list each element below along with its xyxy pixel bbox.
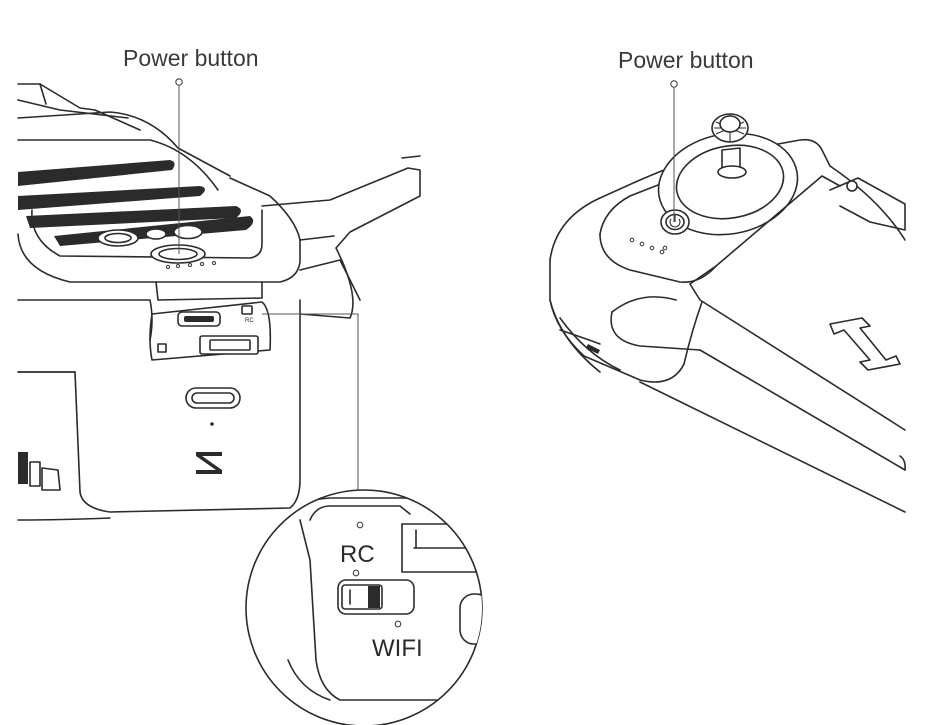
joystick <box>711 113 749 179</box>
battery-led <box>639 241 645 247</box>
battery-led <box>175 263 181 269</box>
fimi-logo-icon <box>829 317 901 371</box>
port-indicator <box>157 343 167 353</box>
battery-led <box>187 262 193 268</box>
detail-magnifier: RC WIFI <box>245 489 483 725</box>
controller-illustration <box>549 113 906 513</box>
left-callout: Power button <box>123 45 259 254</box>
battery-led <box>199 261 205 267</box>
power-icon <box>669 215 681 228</box>
port-small-label: RC <box>245 318 254 324</box>
mode-switch <box>337 579 415 615</box>
fimi-logo-icon <box>196 452 222 474</box>
function-button <box>145 228 167 240</box>
detail-leader <box>262 313 359 510</box>
vent-slot <box>18 186 205 210</box>
left-callout-label: Power button <box>123 45 259 71</box>
switch-label-rc: RC <box>340 541 375 568</box>
battery-led <box>649 245 655 251</box>
battery-led <box>211 260 217 266</box>
battery-led <box>629 237 635 243</box>
right-callout: Power button <box>618 47 754 222</box>
vent-slot <box>18 160 175 186</box>
right-callout-label: Power button <box>618 47 754 73</box>
vent-slot <box>26 206 241 228</box>
switch-label-wifi: WIFI <box>372 635 423 662</box>
battery-led <box>165 264 171 270</box>
rc-wifi-switch <box>241 305 253 315</box>
battery-led <box>659 249 665 255</box>
controller-power-button <box>660 209 690 235</box>
drone-illustration: RC <box>17 83 421 521</box>
battery-led <box>662 245 668 251</box>
function-button <box>173 224 203 240</box>
